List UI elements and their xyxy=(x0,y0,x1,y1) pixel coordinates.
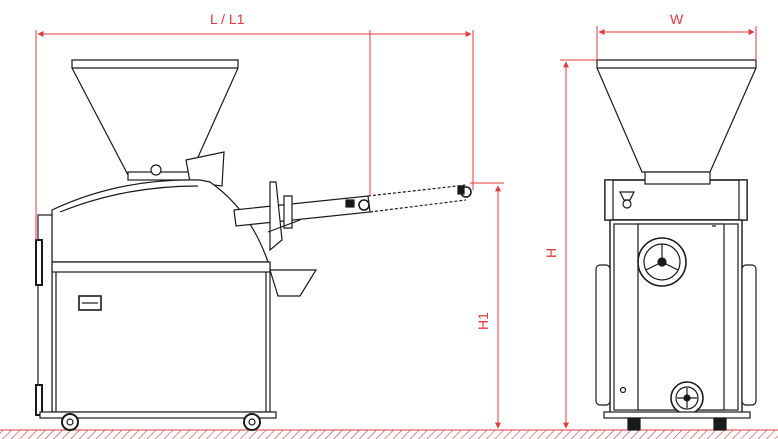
front-hopper xyxy=(596,59,757,173)
dimension-label-height1: H1 xyxy=(475,312,491,330)
front-bottom-wheel xyxy=(670,381,704,415)
dimension-label-length: L / L1 xyxy=(210,11,245,27)
front-view-machine xyxy=(595,59,757,431)
dimension-height: H xyxy=(543,59,597,429)
side-view-machine xyxy=(35,59,472,431)
side-conveyor xyxy=(233,181,472,252)
side-top-cover xyxy=(51,179,269,263)
side-body xyxy=(51,261,271,413)
dimension-width: W xyxy=(596,11,757,60)
front-hand-wheel xyxy=(637,237,687,287)
dimension-length: L / L1 xyxy=(35,11,474,240)
ground-floor xyxy=(0,429,778,439)
dimension-height1: H1 xyxy=(470,182,504,429)
side-wheels xyxy=(61,413,261,431)
dimension-label-width: W xyxy=(670,11,684,27)
dimension-label-height: H xyxy=(543,248,559,258)
